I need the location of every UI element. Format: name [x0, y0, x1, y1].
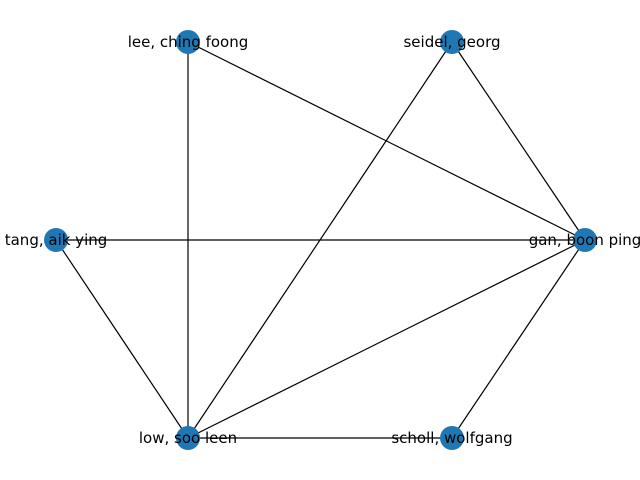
node-label-scholl: scholl, wolfgang [391, 429, 512, 447]
node-seidel [440, 30, 464, 54]
labels-layer: lee, ching foong seidel, georg tang, aik y… [5, 33, 640, 447]
edge-tang-low [55, 239, 189, 439]
node-lee [176, 30, 200, 54]
node-tang [44, 228, 68, 252]
node-label-seidel: seidel, georg [403, 33, 500, 51]
node-gan [573, 228, 597, 252]
node-low [176, 426, 200, 450]
edges-layer [55, 41, 586, 439]
node-label-gan: gan, boon ping [529, 231, 640, 249]
node-scholl [440, 426, 464, 450]
nodes-layer [44, 30, 597, 450]
node-label-low: low, soo leen [139, 429, 237, 447]
edge-gan-scholl [451, 239, 586, 439]
edge-seidel-gan [451, 41, 586, 241]
node-label-lee: lee, ching foong [128, 33, 249, 51]
node-label-tang: tang, aik ying [5, 231, 108, 249]
edge-gan-low [187, 239, 586, 439]
